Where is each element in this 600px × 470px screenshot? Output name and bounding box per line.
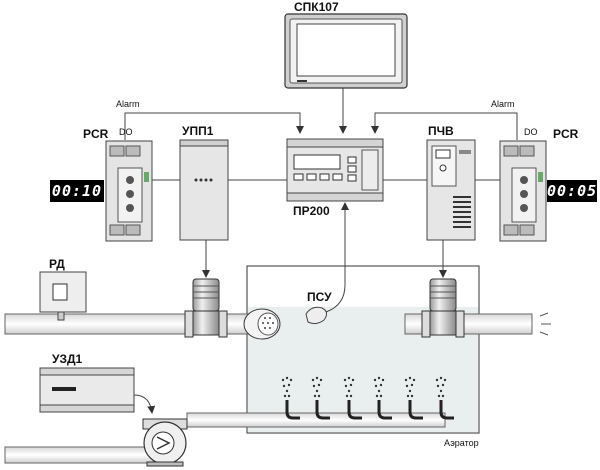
timer-left-display: 00:10 [50, 180, 104, 202]
upp1-soft-starter [179, 139, 229, 241]
alarm-left-label: Alarm [116, 99, 140, 109]
air-pipe [4, 412, 446, 464]
pchv-label: ПЧВ [428, 124, 454, 138]
air-bubbles [281, 376, 447, 398]
rd-pressure-relay [39, 271, 87, 321]
diffusers [285, 400, 454, 420]
uzd1-label: УЗД1 [52, 352, 83, 366]
spk107-label: СПК107 [294, 0, 339, 14]
do-left-label: DO [119, 127, 133, 137]
psu-float-sensor [305, 306, 328, 325]
pr200-label: ПР200 [293, 204, 330, 218]
pcr-left-relay [105, 140, 153, 242]
outflow-marks [539, 312, 551, 336]
signal-lines [124, 88, 518, 414]
upp1-label: УПП1 [182, 124, 214, 138]
aerator-label: Аэратор [444, 438, 479, 448]
pcr-right-relay [499, 140, 547, 242]
pump-right [421, 278, 465, 338]
pcr-left-label: PCR [83, 127, 109, 141]
psu-label: ПСУ [307, 290, 332, 304]
pcr-right-label: PCR [553, 127, 579, 141]
alarm-right-label: Alarm [491, 99, 515, 109]
spk107-panel [284, 13, 408, 89]
pump-left [184, 278, 228, 338]
do-right-label: DO [524, 127, 538, 137]
uzd1-device [39, 367, 135, 413]
inlet-filter [243, 308, 281, 340]
pchv-frequency-converter [426, 139, 476, 241]
rd-label: РД [49, 257, 65, 271]
air-blower [142, 418, 188, 467]
pr200-controller [286, 138, 384, 202]
timer-right-display: 00:05 [547, 180, 598, 202]
